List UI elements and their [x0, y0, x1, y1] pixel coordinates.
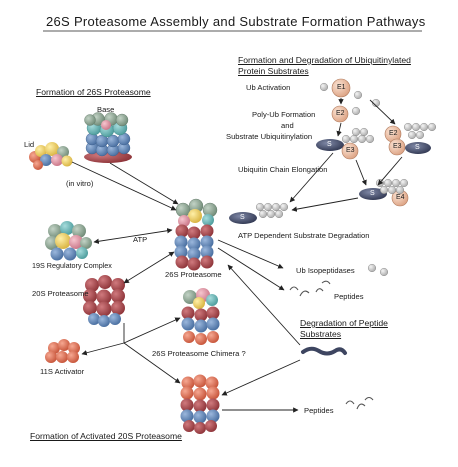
- base-complex: [84, 112, 132, 163]
- proteasome-20s: [83, 275, 125, 327]
- label-regulatory-complex: 19S Regulatory Complex: [32, 261, 112, 270]
- ubiquitin-pathway: [229, 78, 437, 277]
- label-poly-ub-formation: Poly-Ub Formation: [252, 110, 316, 119]
- label-atp: ATP: [133, 235, 148, 244]
- label-11s-activator: 11S Activator: [40, 367, 85, 376]
- proteasome-chimera: [181, 288, 220, 345]
- section-title-peptide-degradation: Degradation of Peptide Substrates: [300, 318, 388, 339]
- label-substrate-4: S: [240, 214, 245, 221]
- label-e3: E3: [346, 147, 355, 154]
- label-peptides-top: Peptides: [334, 292, 364, 301]
- label-20s-proteasome: 20S Proteasome: [32, 289, 89, 298]
- label-e2: E2: [336, 110, 345, 117]
- label-e1: E1: [337, 84, 346, 91]
- section-title-ubiquitin: Formation and Degradation of Ubiquitinyl…: [238, 55, 411, 76]
- label-ub-activation: Ub Activation: [246, 83, 291, 92]
- section-title-26s-formation: Formation of 26S Proteasome: [36, 87, 151, 97]
- label-lid: Lid: [24, 140, 35, 149]
- label-e4: E4: [396, 194, 405, 201]
- label-substrate-1: S: [327, 141, 332, 148]
- label-e3-complex: E3: [393, 143, 402, 150]
- label-base: Base: [97, 105, 115, 114]
- label-and: and: [281, 121, 294, 130]
- diagram-title: 26S Proteasome Assembly and Substrate Fo…: [46, 14, 426, 29]
- section-title-activated-20s: Formation of Activated 20S Proteasome: [30, 431, 182, 441]
- regulatory-complex-19s: [45, 221, 92, 261]
- label-e2-complex: E2: [389, 130, 398, 137]
- activated-proteasome-20s: [180, 374, 220, 434]
- label-chain-elongation: Ubiquitin Chain Elongation: [238, 165, 328, 174]
- peptide-substrate: [301, 346, 347, 356]
- label-atp-degradation: ATP Dependent Substrate Degradation: [238, 231, 370, 240]
- label-ub-isopeptidases: Ub Isopeptidases: [296, 266, 355, 275]
- label-substrate-2: S: [415, 144, 420, 151]
- label-substrate-3: S: [370, 190, 375, 197]
- activator-11s: [45, 339, 80, 363]
- pathway-arrows: [71, 98, 403, 413]
- peptides-graphic: [289, 280, 374, 410]
- label-substrate-ubiquitinylation: Substrate Ubiquitinylation: [226, 132, 313, 141]
- label-peptides-bottom: Peptides: [304, 406, 334, 415]
- lid-complex: [29, 142, 73, 170]
- label-chimera: 26S Proteasome Chimera ?: [152, 349, 246, 358]
- label-in-vitro: (in vitro): [66, 179, 94, 188]
- proteasome-26s: [174, 198, 218, 271]
- label-26s-proteasome: 26S Proteasome: [165, 270, 222, 279]
